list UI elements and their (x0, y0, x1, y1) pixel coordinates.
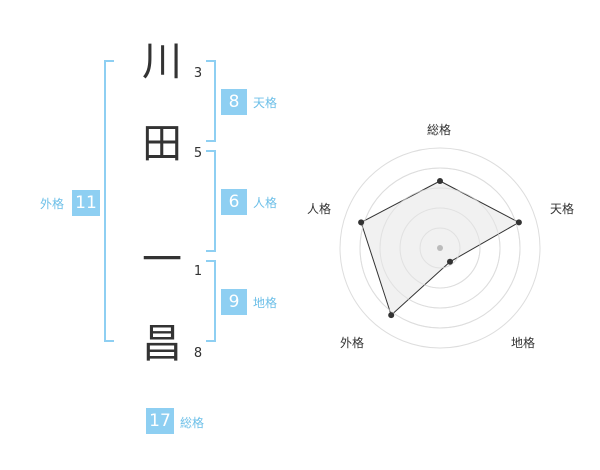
name-char-1: 川 (142, 39, 182, 85)
radar-ring-overlay-1 (419, 227, 461, 269)
tenkaku-value: 8 (221, 89, 247, 115)
gaikaku-bracket (104, 60, 114, 342)
name-char-4: 昌 (142, 321, 182, 367)
tenkaku-label: 天格 (253, 96, 278, 110)
tenkaku-bracket (206, 60, 216, 142)
jinkaku-label: 人格 (253, 196, 278, 210)
radar-ring-overlay-3 (379, 187, 501, 309)
radar-point-4 (388, 312, 395, 319)
name-char-2: 田 (142, 121, 182, 167)
radar-ring-overlay-2 (399, 207, 481, 289)
chikaku-label: 地格 (253, 296, 278, 310)
radar-ring-5 (339, 147, 541, 349)
radar-label-soukaku: 総格 (427, 123, 452, 137)
name-char-3: 一 (142, 237, 182, 283)
chikaku-bracket (206, 260, 216, 342)
soukaku-value: 17 (146, 408, 174, 434)
radar-point-3 (447, 258, 453, 265)
radar-ring-overlay-4 (359, 167, 521, 329)
radar-point-1 (437, 178, 443, 184)
radar-point-2 (515, 219, 522, 226)
radar-center-point (437, 245, 443, 251)
radar-point-5 (358, 219, 365, 226)
radar-label-jinkaku: 人格 (307, 202, 332, 216)
stroke-count-3: 1 (193, 264, 203, 279)
radar-label-chikaku: 地格 (511, 336, 536, 350)
radar-label-gaikaku: 外格 (340, 336, 365, 350)
soukaku-label: 総格 (180, 416, 205, 430)
stroke-count-4: 8 (193, 346, 203, 361)
stroke-count-1: 3 (193, 66, 203, 81)
chikaku-value: 9 (221, 289, 247, 315)
jinkaku-bracket (206, 150, 216, 252)
jinkaku-value: 6 (221, 189, 247, 215)
gaikaku-value: 11 (72, 190, 100, 216)
gaikaku-label: 外格 (40, 197, 65, 211)
radar-label-tenkaku: 天格 (550, 202, 575, 216)
stroke-count-2: 5 (193, 146, 203, 161)
